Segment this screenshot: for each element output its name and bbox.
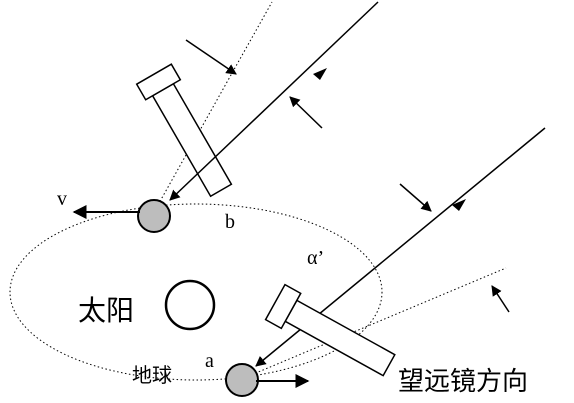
telescope-axis-a	[243, 267, 507, 379]
position-a-label: a	[205, 350, 214, 372]
telescope-direction-label: 望远镜方向	[398, 367, 528, 397]
earth-at-b	[137, 199, 171, 233]
earth-label: 地球	[132, 363, 172, 387]
direction-arrow-a1	[399, 183, 432, 212]
earth-orbit	[9, 203, 383, 381]
telescope-b	[135, 63, 233, 198]
ray-arrowhead-a	[452, 199, 466, 211]
direction-arrow-b2	[289, 96, 323, 129]
starlight-ray-b	[169, 1, 379, 201]
direction-arrow-b1	[185, 39, 237, 75]
sun	[164, 279, 216, 331]
starlight-ray-a	[255, 127, 546, 367]
angle-label: α’	[307, 247, 324, 269]
telescope-a	[264, 283, 396, 377]
direction-arrow-a2	[491, 285, 510, 313]
velocity-label: v	[57, 188, 67, 210]
telescope-axis-b	[153, 1, 273, 213]
position-b-label: b	[225, 211, 235, 233]
sun-label: 太阳	[78, 294, 134, 327]
earth-at-a	[225, 363, 259, 397]
ray-arrowhead-b	[313, 68, 327, 80]
